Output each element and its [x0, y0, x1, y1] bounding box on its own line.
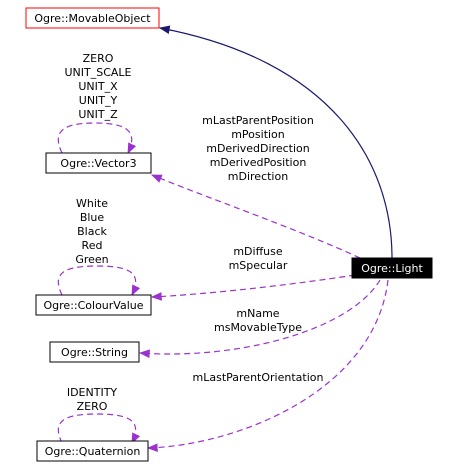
inheritance-edge	[158, 25, 393, 259]
edge-label-line: White	[76, 197, 108, 210]
node-vector3[interactable]: Ogre::Vector3	[45, 152, 152, 174]
edge-label-line: Green	[75, 253, 108, 266]
edge-label-line: mPosition	[231, 128, 285, 141]
node-string[interactable]: Ogre::String	[49, 341, 140, 363]
node-quaternion[interactable]: Ogre::Quaternion	[36, 440, 149, 462]
edge-label-line: IDENTITY	[67, 386, 118, 399]
edge-label-line: UNIT_Y	[79, 94, 118, 107]
colourvalue-self-loop	[57, 265, 141, 296]
svg-text:Ogre::MovableObject: Ogre::MovableObject	[34, 12, 151, 25]
edge-label-line: mDerivedPosition	[210, 156, 307, 169]
vector3-self-loop	[57, 122, 137, 154]
node-colour-value[interactable]: Ogre::ColourValue	[35, 294, 152, 316]
edge-label-line: mLastParentPosition	[202, 114, 314, 127]
edge-label-line: mDirection	[228, 170, 288, 183]
svg-text:Ogre::Light: Ogre::Light	[361, 262, 423, 275]
edge-label-line: UNIT_SCALE	[64, 66, 131, 79]
edge-label-line: mName	[236, 307, 279, 320]
edge-label-line: msMovableType	[214, 321, 302, 334]
edge-label-line: mLastParentOrientation	[193, 371, 324, 384]
svg-text:Ogre::Vector3: Ogre::Vector3	[60, 157, 136, 170]
svg-text:Ogre::ColourValue: Ogre::ColourValue	[44, 299, 144, 312]
svg-text:Ogre::Quaternion: Ogre::Quaternion	[45, 445, 141, 458]
quaternion-self-loop	[57, 413, 141, 444]
svg-text:Ogre::String: Ogre::String	[61, 346, 128, 359]
edge-label-line: Blue	[80, 211, 105, 224]
light-colourvalue-edge	[150, 274, 356, 301]
edge-label-line: mDiffuse	[233, 245, 283, 258]
edge-label-line: mSpecular	[229, 259, 288, 272]
edge-label-line: UNIT_X	[78, 80, 118, 93]
edge-label-line: ZERO	[83, 52, 114, 65]
edge-label-line: UNIT_Z	[78, 108, 118, 121]
node-light[interactable]: Ogre::Light	[351, 257, 433, 279]
node-movable-object[interactable]: Ogre::MovableObject	[25, 7, 160, 29]
light-string-edge	[138, 279, 381, 358]
edge-label-line: Black	[77, 225, 107, 238]
quaternion-light-labels: mLastParentOrientation	[193, 371, 324, 384]
edge-label-line: Red	[82, 239, 103, 252]
light-vector3-edge	[151, 174, 361, 259]
edge-label-line: ZERO	[77, 400, 108, 413]
edge-label-line: mDerivedDirection	[206, 142, 310, 155]
light-quaternion-edge	[146, 279, 389, 452]
